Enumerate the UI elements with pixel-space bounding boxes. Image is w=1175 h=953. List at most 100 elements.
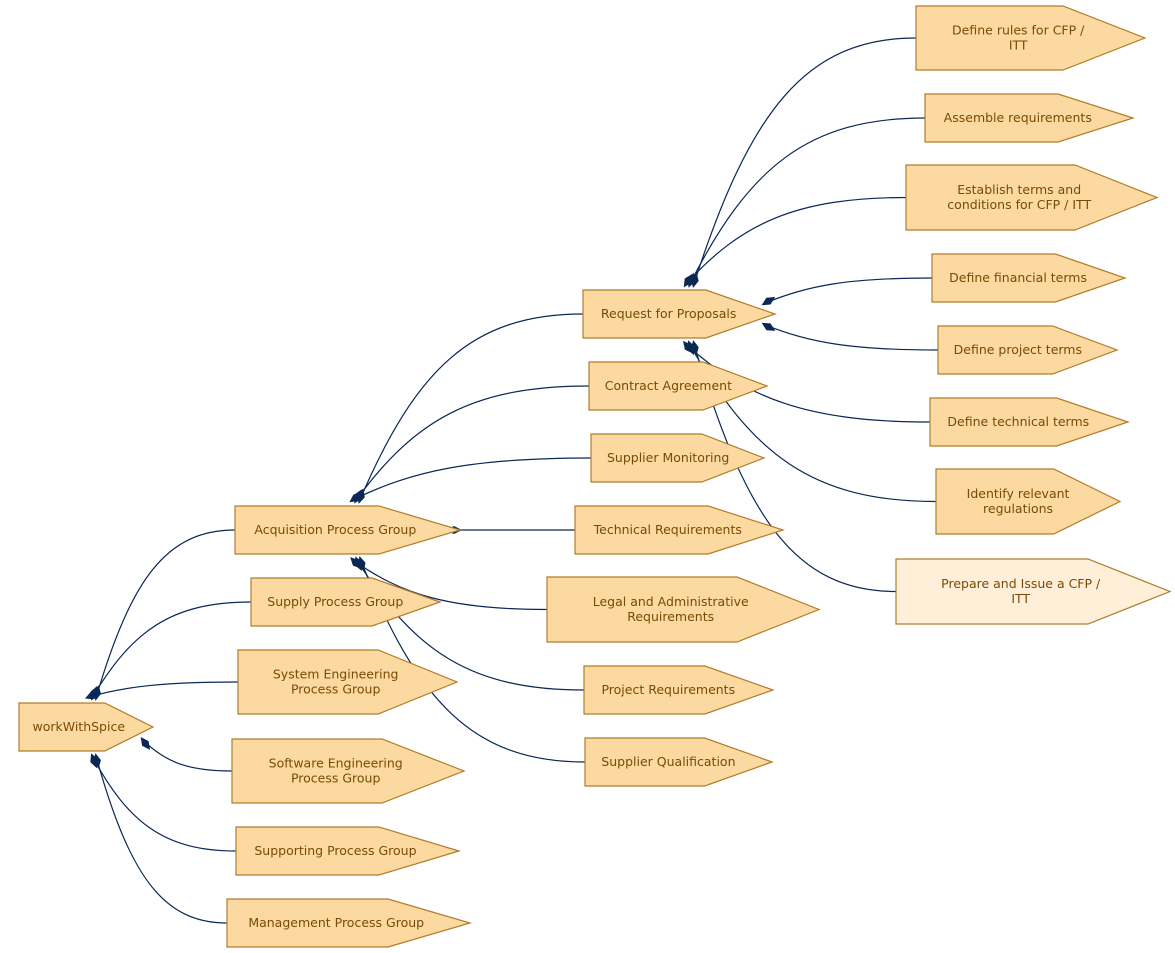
node-shape [18,702,155,752]
edges [84,37,939,924]
node-shape [895,558,1172,625]
node-assemble[interactable]: Assemble requirements [924,93,1135,143]
edge-root-mgmt [95,756,228,924]
node-shape [234,505,463,555]
edge-acq-legal [352,559,548,611]
composition-diamond-icon [349,493,363,503]
node-sup[interactable]: Supply Process Group [250,577,442,627]
node-label: Define project terms [954,342,1082,357]
node-shape [235,826,462,876]
node-label: Supporting Process Group [254,843,416,858]
node-label: Requirements [627,609,714,624]
composition-diamond-icon [683,273,693,288]
node-label: Project Requirements [601,682,735,697]
edge-root-supp [92,756,237,852]
node-shape [226,898,473,948]
node-label: Process Group [291,771,381,786]
node-fin[interactable]: Define financial terms [931,253,1127,303]
node-projterms[interactable]: Define project terms [937,325,1119,375]
node-label: Define financial terms [949,270,1087,285]
node-techreq[interactable]: Technical Requirements [574,505,785,555]
edge-rfp-techterms [685,343,931,423]
node-label: Software Engineering [269,756,403,771]
node-label: ITT [1009,38,1028,53]
edge-root-acq [95,529,236,698]
node-label: Acquisition Process Group [254,522,416,537]
node-prepare[interactable]: Prepare and Issue a CFP /ITT [895,558,1172,625]
composition-diamond-icon [687,340,695,356]
node-supqual[interactable]: Supplier Qualification [584,737,774,787]
node-label: workWithSpice [32,719,125,734]
node-label: Assemble requirements [944,110,1092,125]
node-shape [937,325,1119,375]
edge-rfp-fin [764,277,933,304]
node-acq[interactable]: Acquisition Process Group [234,505,463,555]
node-label: Legal and Administrative [593,594,749,609]
node-shape [237,649,459,715]
composition-diamond-icon [93,753,101,769]
node-contract[interactable]: Contract Agreement [588,361,769,411]
node-supmon[interactable]: Supplier Monitoring [590,433,766,483]
composition-diamond-icon [761,322,776,331]
node-label: Technical Requirements [593,522,742,537]
node-label: Establish terms and [957,182,1081,197]
edge-acq-contract [355,385,590,501]
node-mgmt[interactable]: Management Process Group [226,898,473,948]
node-shape [546,576,821,643]
node-shape [588,361,769,411]
node-techterms[interactable]: Define technical terms [929,397,1130,447]
edge-acq-rfp [359,313,584,501]
composition-diamond-icon [140,736,151,750]
node-label: System Engineering [273,667,399,682]
node-label: Define technical terms [947,414,1089,429]
composition-diamond-icon [761,296,776,306]
node-shape [574,505,785,555]
edge-acq-supmon [352,457,592,501]
edge-rfp-regs [688,343,937,503]
node-label: Request for Proposals [601,306,736,321]
node-shape [590,433,766,483]
node-label: conditions for CFP / ITT [947,197,1091,212]
node-shape [231,738,466,804]
node-label: Contract Agreement [605,378,732,393]
composition-diamond-icon [690,340,699,356]
composition-diamond-icon [84,691,100,700]
edge-root-sys [88,681,239,698]
edge-rfp-assemble [689,117,926,285]
node-shape [250,577,442,627]
node-shape [905,164,1159,231]
node-shape [584,737,774,787]
node-label: Identify relevant [967,486,1070,501]
node-supp[interactable]: Supporting Process Group [235,826,462,876]
node-shape [583,665,775,715]
edge-rfp-projterms [764,324,939,351]
node-label: Supply Process Group [267,594,403,609]
node-root[interactable]: workWithSpice [18,702,155,752]
composition-diamond-icon [357,556,366,572]
node-label: Supplier Qualification [601,754,735,769]
edge-rfp-establish [685,196,907,285]
node-rules[interactable]: Define rules for CFP /ITT [915,5,1147,71]
edge-root-sw [142,739,233,772]
node-shape [931,253,1127,303]
node-rfp[interactable]: Request for Proposals [582,289,777,339]
node-projreq[interactable]: Project Requirements [583,665,775,715]
node-shape [935,468,1122,535]
node-shape [924,93,1135,143]
node-label: Supplier Monitoring [607,450,729,465]
node-label: Process Group [291,682,381,697]
node-label: ITT [1011,591,1030,606]
node-label: Define rules for CFP / [952,23,1085,38]
node-label: regulations [983,501,1053,516]
edge-root-sup [92,601,252,698]
node-shape [929,397,1130,447]
node-label: Prepare and Issue a CFP / [941,576,1101,591]
node-label: Management Process Group [248,915,424,930]
